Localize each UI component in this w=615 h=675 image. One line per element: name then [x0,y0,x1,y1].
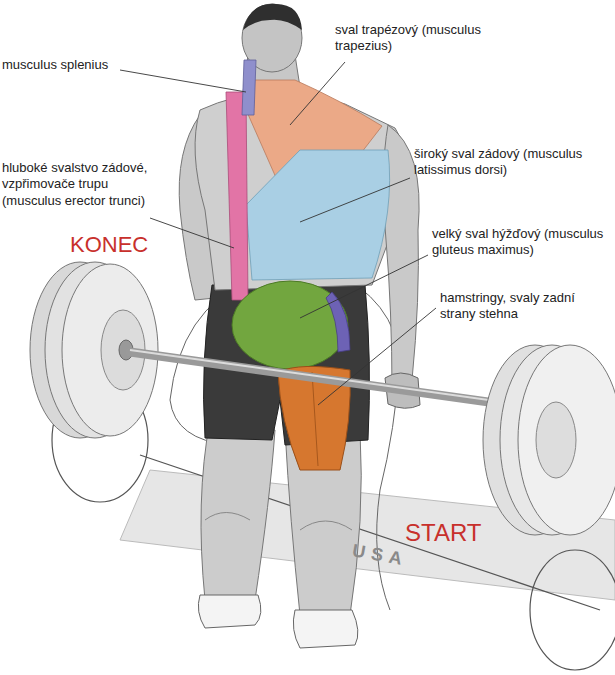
muscle-label: velký sval hýžďový (musculus gluteus max… [432,226,604,259]
right-plates [483,345,615,535]
muscle-label: široký sval zádový (musculus latissimus … [414,146,586,179]
phase-label: KONEC [70,231,190,259]
gluteus-medius [326,292,350,352]
muscle-label: hluboké svalstvo zádové, vzpřimovače tru… [2,160,167,209]
start-plate-outline [530,550,615,670]
erector-muscle [226,92,248,300]
muscle-label: hamstringy, svaly zadní strany stehna [440,290,600,323]
muscle-label: musculus splenius [2,57,122,73]
muscle-label: sval trapézový (musculus trapezius) [335,22,485,55]
splenius-muscle [242,60,256,115]
leader-lines [120,62,436,405]
phase-label: START [405,518,525,548]
